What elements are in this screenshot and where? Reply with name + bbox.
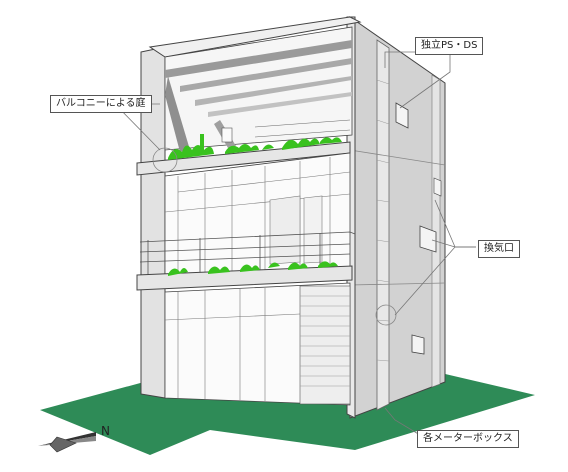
compass-icon [38, 432, 96, 453]
ground-louvers [299, 285, 351, 405]
ps-ds-shaft [376, 39, 390, 411]
shaft-bricks [376, 79, 390, 362]
callout-meter-box: 各メーターボックス [417, 430, 519, 448]
ground-window-frames [164, 288, 301, 401]
top-railing [254, 119, 351, 138]
plants-middle [168, 261, 338, 276]
callout-vent: 換気口 [478, 240, 520, 258]
plants-top [168, 134, 342, 160]
middle-railing [139, 231, 356, 275]
roof-frame [148, 16, 362, 58]
upper-louvers [164, 26, 353, 152]
vent-middle [419, 225, 437, 253]
balcony-slab-middle [136, 265, 353, 291]
vent-upper [395, 102, 409, 129]
vent-highlight-circle [375, 304, 397, 326]
compass-north-label: N [101, 424, 110, 438]
vent-right [433, 177, 442, 197]
callout-balcony-garden: バルコニーによる庭 [50, 95, 152, 113]
balcony-highlight-circle [152, 147, 178, 173]
callout-ps-ds: 独立PS・DS [415, 37, 484, 55]
east-facade [349, 16, 446, 419]
vent-lower [411, 334, 425, 355]
